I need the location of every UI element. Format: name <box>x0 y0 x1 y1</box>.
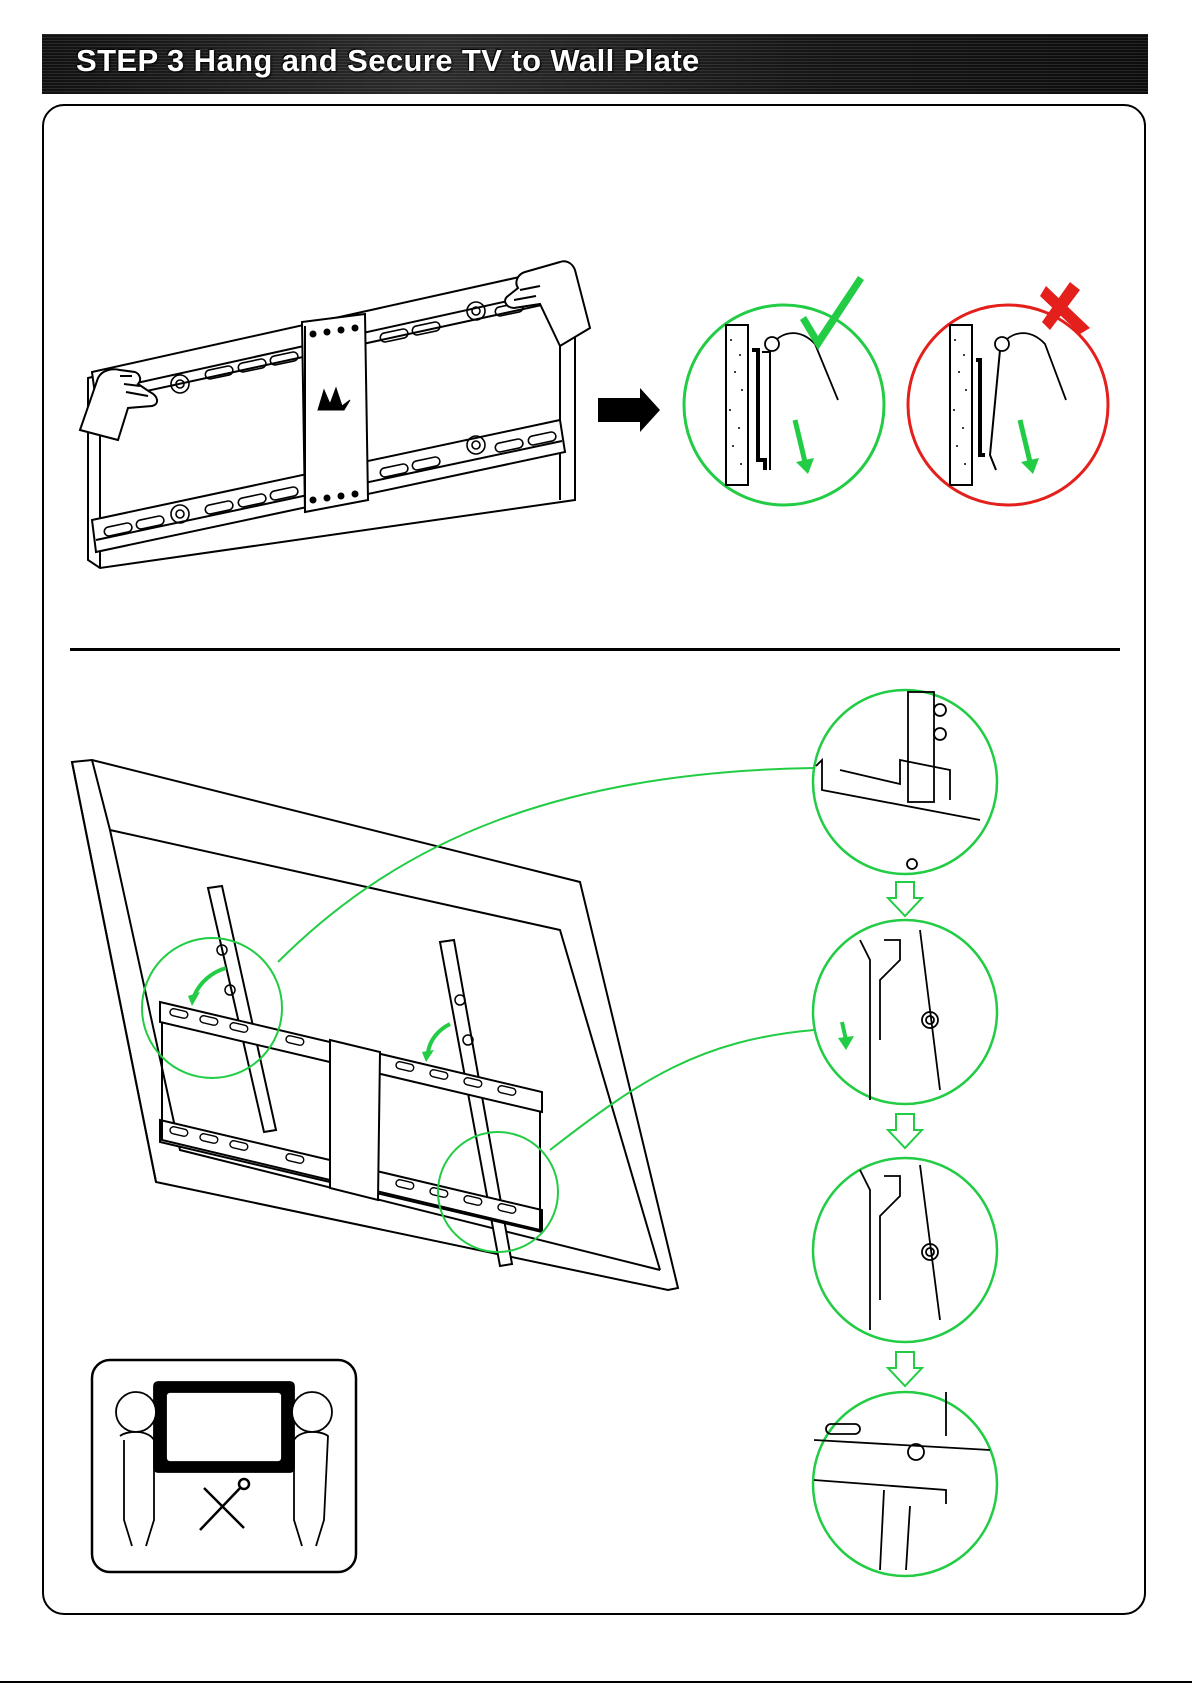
wall-plate-illustration <box>80 261 590 568</box>
detail-step-4 <box>813 1392 997 1576</box>
detail-step-2 <box>813 920 997 1104</box>
correct-example <box>684 276 884 505</box>
down-arrow-icon <box>888 882 922 916</box>
down-arrow-icon <box>888 1114 922 1148</box>
detail-step-3 <box>813 1158 997 1342</box>
two-person-lift-box <box>92 1360 356 1572</box>
down-arrow-icon <box>888 1352 922 1386</box>
right-arrow-icon <box>598 388 660 432</box>
incorrect-example <box>908 282 1108 505</box>
detail-step-1 <box>813 690 997 874</box>
page-footer-line <box>0 1681 1192 1683</box>
tv-back-illustration <box>72 760 678 1290</box>
